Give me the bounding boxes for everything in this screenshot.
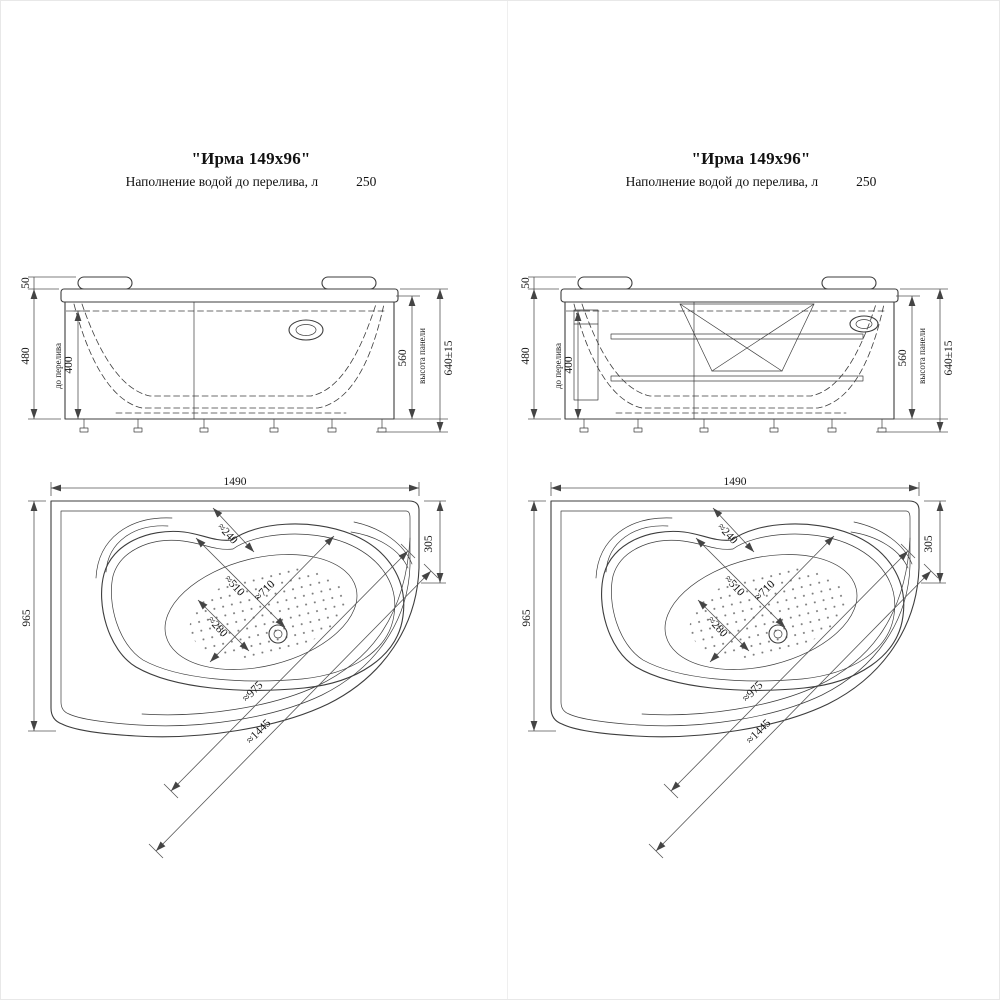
dim-length: 1490 [224,476,247,488]
dim-diag-inner: ≈975 [740,679,765,704]
elevation-linework [28,277,448,432]
elevation-dimension-labels: 50 480 до перелива 400 560 высота панели… [20,277,455,389]
dim-inner-depth: 480 [20,347,32,365]
label-panel-height: высота панели [917,328,927,384]
elevation-linework [528,277,948,432]
label-panel-height: высота панели [417,328,427,384]
top-plan-view: 1490 965 305 ≈240 ≈510 ≈280 ≈710 ≈975 ≈1… [521,476,986,876]
dim-overflow-depth: 400 [63,356,75,374]
dim-panel-inner: 560 [397,349,409,367]
dim-width: 965 [521,609,533,627]
overflow-cover-inner [855,319,873,329]
fill-volume-line: Наполнение водой до перелива, л 250 [16,174,486,190]
dim-width: 965 [21,609,33,627]
elevation-dimension-labels: 50 480 до перелива 400 560 высота панели… [520,277,955,389]
dim-length: 1490 [724,476,747,488]
dim-right-edge: 305 [423,535,435,553]
dim-seat-width: ≈240 [715,521,740,547]
dim-panel-inner: 560 [897,349,909,367]
overflow-cover [288,319,324,341]
dim-rim-height: 50 [20,277,32,289]
bathtub-title: "Ирма 149x96" [191,149,311,168]
dim-inner-depth: 480 [520,347,532,365]
dim-diag-inner: ≈975 [240,679,265,704]
dim-total-height: 640±15 [943,340,955,375]
column-divider [507,1,508,999]
bathtub-title: "Ирма 149x96" [691,149,811,168]
front-elevation-view-frame: 50 480 до перелива 400 560 высота панели… [520,244,955,454]
front-elevation-view: 50 480 до перелива 400 560 высота панели… [20,244,455,454]
dim-diag-outer: ≈1445 [744,717,773,746]
dim-total-height: 640±15 [443,340,455,375]
fill-volume-value: 250 [856,174,877,189]
hydromassage-frame-linework [573,303,864,401]
overflow-cover-inner [295,324,317,336]
dim-right-edge: 305 [923,535,935,553]
drawing-column-left: "Ирма 149x96" Наполнение водой до перели… [16,149,486,876]
overflow-cover [849,315,879,333]
dim-seat-width: ≈240 [215,521,240,547]
fill-volume-label: Наполнение водой до перелива, л [625,174,819,189]
dim-diag-outer: ≈1445 [244,717,273,746]
dim-rim-height: 50 [520,277,532,289]
top-plan-view: 1490 965 305 ≈240 ≈510 ≈280 ≈710 ≈975 ≈1… [21,476,486,876]
dim-overflow-depth: 400 [563,356,575,374]
fill-volume-line: Наполнение водой до перелива, л 250 [516,174,986,190]
drawing-column-right: "Ирма 149x96" Наполнение водой до перели… [516,149,986,876]
fill-volume-label: Наполнение водой до перелива, л [125,174,319,189]
fill-volume-value: 250 [356,174,377,189]
label-overflow: до перелива [553,343,563,389]
label-overflow: до перелива [53,343,63,389]
